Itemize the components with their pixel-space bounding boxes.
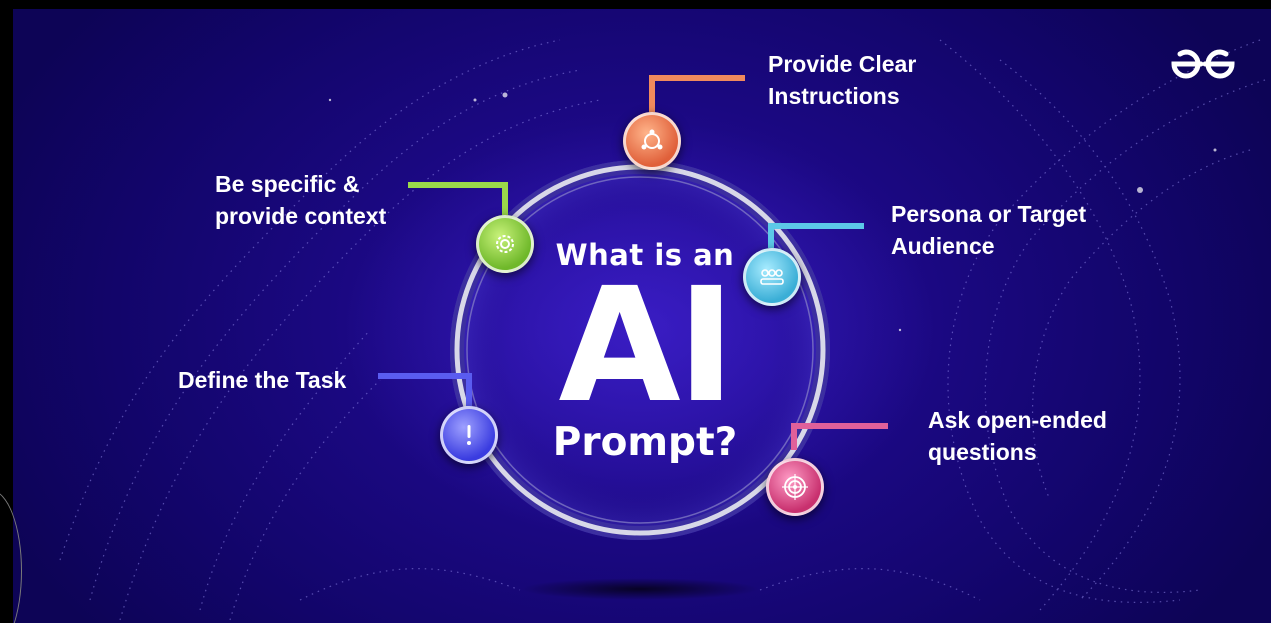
- left-black-bar: [0, 0, 13, 623]
- connector-specific-context: [408, 182, 508, 215]
- exclamation-icon: [467, 425, 471, 445]
- node-clear-instructions: [623, 112, 681, 170]
- geeksforgeeks-logo: [1171, 49, 1235, 79]
- center-title-line3: Prompt?: [552, 420, 738, 465]
- node-persona: [743, 248, 801, 306]
- label-define-task: Define the Task: [178, 367, 347, 393]
- label-specific-context: Be specific & provide context: [215, 171, 387, 229]
- node-define-task: [440, 406, 498, 464]
- label-open-ended: Ask open-ended questions: [928, 407, 1107, 465]
- label-persona: Persona or Target Audience: [891, 201, 1087, 259]
- node-open-ended: [766, 458, 824, 516]
- connector-define-task: [378, 373, 472, 406]
- gear-icon: [496, 235, 514, 253]
- connector-clear-instructions: [649, 75, 745, 112]
- ring-glow: [450, 160, 830, 540]
- target-icon: [782, 474, 808, 500]
- node-specific-context: [476, 215, 534, 273]
- center-title-ai: AI: [558, 254, 735, 438]
- audience-icon: [760, 269, 784, 285]
- top-black-bar: [0, 0, 1271, 9]
- network-icon: [641, 129, 663, 150]
- label-clear-instructions: Provide Clear Instructions: [768, 51, 917, 109]
- center-title-line1: What is an: [555, 238, 735, 272]
- ring-inner-line: [466, 176, 814, 524]
- connector-persona: [768, 223, 864, 248]
- connector-open-ended: [791, 423, 888, 450]
- ring-floor-shadow: [520, 578, 760, 600]
